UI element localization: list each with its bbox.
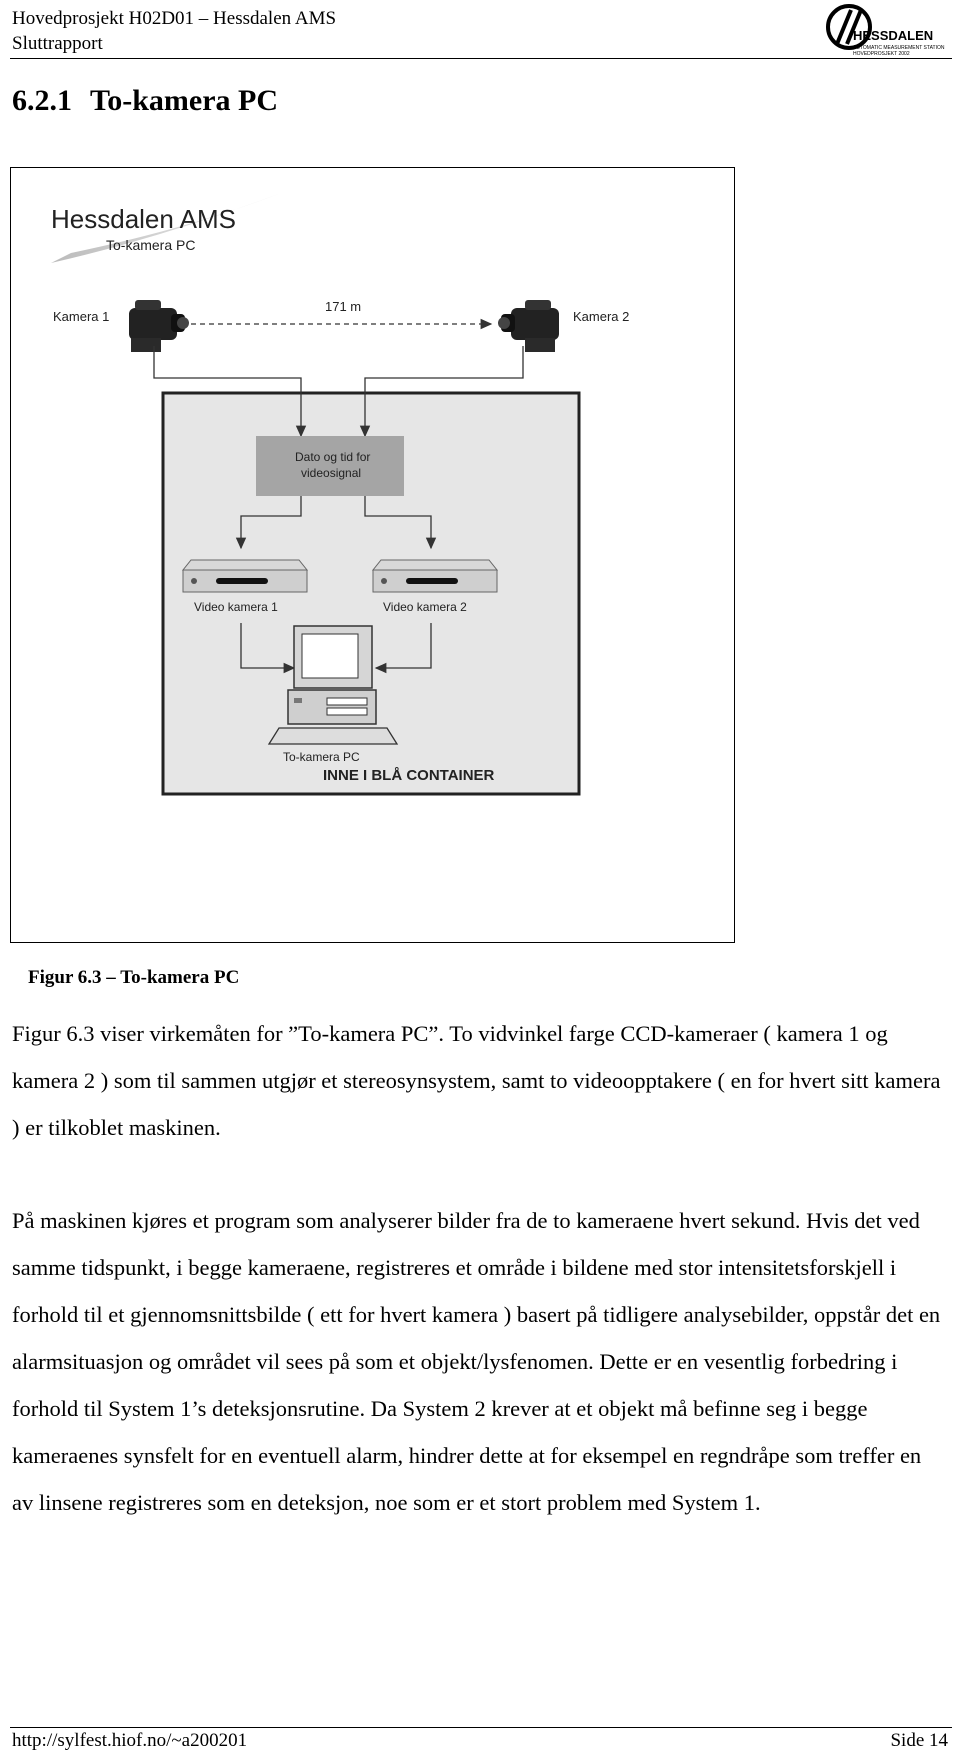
pc-label: To-kamera PC xyxy=(283,750,360,764)
section-title: To-kamera PC xyxy=(90,84,279,117)
logo-wordmark: HESSDALEN xyxy=(853,28,933,43)
header-report-type: Sluttrapport xyxy=(12,33,103,54)
computer-icon xyxy=(267,625,399,745)
running-header: Hovedprosjekt H02D01 – Hessdalen AMS Slu… xyxy=(12,6,336,56)
diagram-title: Hessdalen AMS xyxy=(51,204,236,234)
video-recorder-1-icon xyxy=(181,559,309,593)
camera-1-label: Kamera 1 xyxy=(53,309,109,324)
sync-to-recorder-1-line xyxy=(235,496,302,550)
camera-1-icon xyxy=(129,300,189,352)
timestamp-box-line2: videosignal xyxy=(301,466,361,480)
recorder-2-to-pc-line xyxy=(374,623,432,674)
camera-2-feed-line xyxy=(359,346,524,438)
section-number: 6.2.1 xyxy=(12,84,72,117)
paragraph-intro: Figur 6.3 viser virkemåten for ”To-kamer… xyxy=(12,1021,941,1140)
camera-2-label: Kamera 2 xyxy=(573,309,629,324)
recorder-1-to-pc-line xyxy=(240,623,296,674)
system-diagram: Hessdalen AMS To-kamera PC Kamera 1 Kame… xyxy=(51,193,629,796)
container-label: INNE I BLÅ CONTAINER xyxy=(323,767,495,784)
title-swoosh xyxy=(51,193,281,263)
paragraph-analysis: På maskinen kjøres et program som analys… xyxy=(12,1208,941,1515)
logo-tagline-2: HOVEDPROSJEKT 2002 xyxy=(853,51,910,57)
timestamp-box xyxy=(256,436,404,496)
distance-label: 171 m xyxy=(325,299,361,314)
header-divider xyxy=(10,58,952,59)
logo-tagline: AUTOMATIC MEASUREMENT STATION xyxy=(853,45,945,51)
footer-url: http://sylfest.hiof.no/~a200201 xyxy=(12,1730,248,1751)
footer-page-number: Side 14 xyxy=(890,1730,948,1751)
video-recorder-1-label: Video kamera 1 xyxy=(194,600,278,614)
footer-divider xyxy=(10,1727,952,1728)
video-recorder-2-icon xyxy=(371,559,499,593)
header-project-title: Hovedprosjekt H02D01 – Hessdalen AMS xyxy=(12,8,337,29)
sync-to-recorder-2-line xyxy=(364,496,437,550)
figure-diagram: Hessdalen AMS To-kamera PC Kamera 1 Kame… xyxy=(10,167,735,943)
diagram-subtitle: To-kamera PC xyxy=(106,237,195,253)
camera-2-icon xyxy=(498,300,559,352)
section-heading: 6.2.1 To-kamera PC xyxy=(12,84,278,118)
hessdalen-logo: HESSDALEN AUTOMATIC MEASUREMENT STATION … xyxy=(826,4,945,57)
figure-caption: Figur 6.3 – To-kamera PC xyxy=(28,967,240,988)
timestamp-box-line1: Dato og tid for xyxy=(295,450,370,464)
camera-1-feed-line xyxy=(153,346,307,438)
video-recorder-2-label: Video kamera 2 xyxy=(383,600,467,614)
